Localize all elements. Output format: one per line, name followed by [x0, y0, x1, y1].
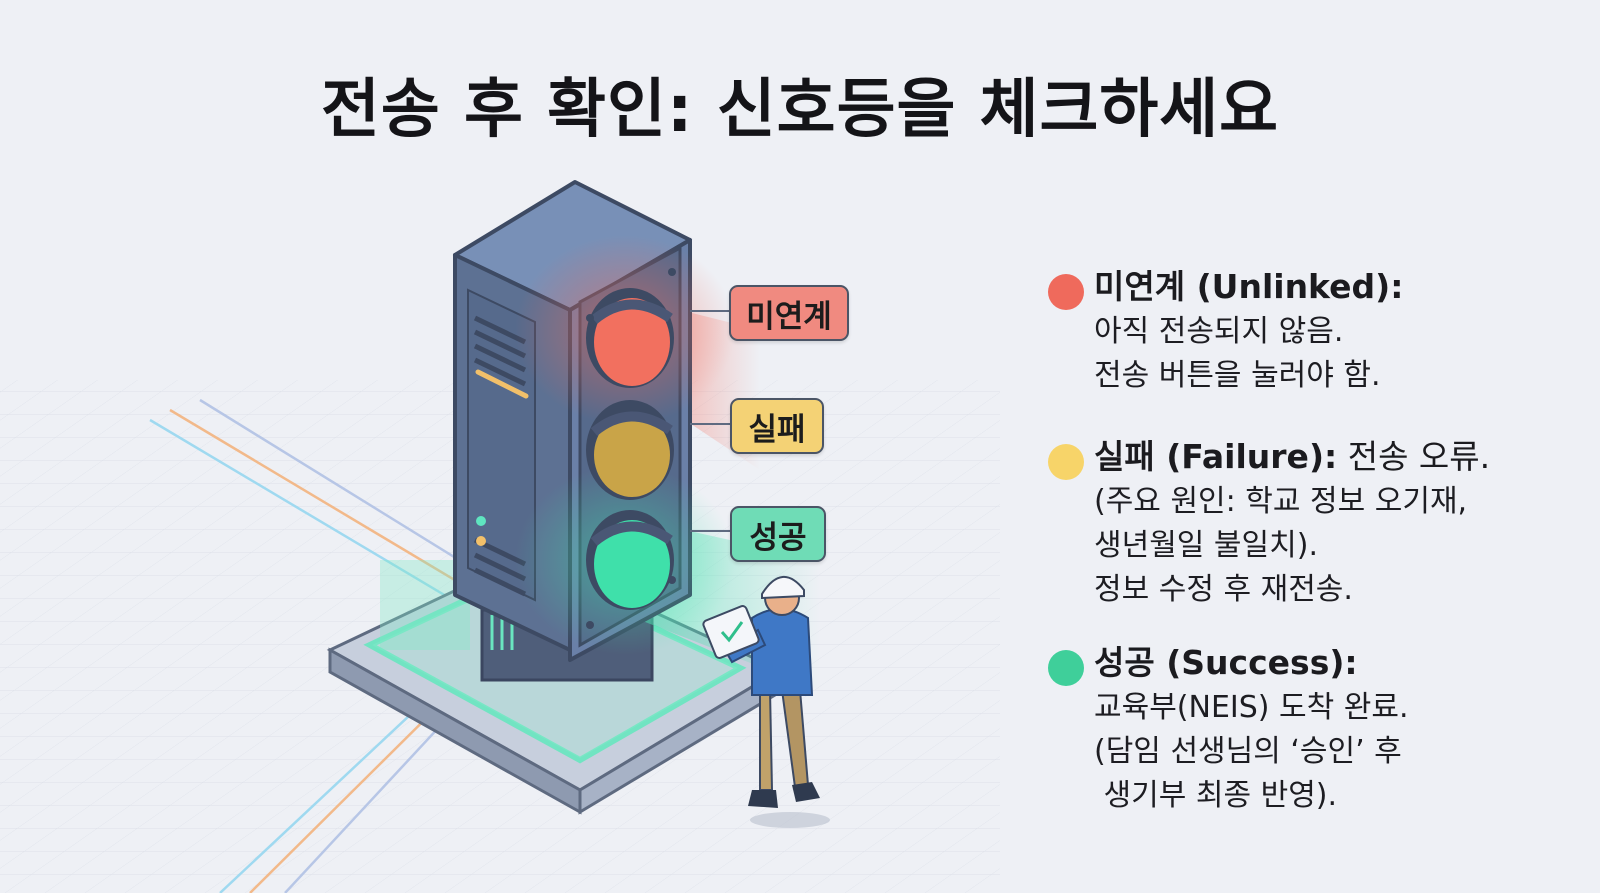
legend-failure: 실패 (Failure): 전송 오류. (주요 원인: 학교 정보 오기재, … — [1048, 434, 1568, 612]
legend-failure-heading-tail: 전송 오류. — [1337, 437, 1491, 476]
legend-failure-line-3: 정보 수정 후 재전송. — [1094, 572, 1353, 607]
legend-success-line-2: (담임 선생님의 ‘승인’ 후 — [1094, 734, 1402, 769]
green-dot-icon — [1048, 650, 1084, 686]
worker-figure — [702, 576, 830, 828]
legend-failure-heading: 실패 (Failure): 전송 오류. — [1094, 434, 1568, 480]
legend-unlinked-heading: 미연계 (Unlinked): — [1094, 267, 1404, 306]
callout-green-label: 성공 — [730, 506, 826, 562]
legend-success-line-3: 생기부 최종 반영). — [1094, 778, 1338, 813]
page-title: 전송 후 확인: 신호등을 체크하세요 — [320, 73, 1280, 147]
legend-failure-heading-title: 실패 (Failure): — [1094, 437, 1338, 476]
legend-unlinked-line-1: 아직 전송되지 않음. — [1094, 314, 1344, 349]
lamp-green — [586, 510, 674, 610]
callout-red-label: 미연계 — [729, 285, 849, 341]
legend-success-line-1: 교육부(NEIS) 도착 완료. — [1094, 690, 1409, 725]
legend-failure-line-2: 생년월일 불일치). — [1094, 528, 1318, 563]
legend-unlinked: 미연계 (Unlinked): 아직 전송되지 않음. 전송 버튼을 눌러야 함… — [1048, 264, 1568, 398]
lamp-red — [586, 288, 674, 388]
red-dot-icon — [1048, 274, 1084, 310]
legend-failure-line-1: (주요 원인: 학교 정보 오기재, — [1094, 484, 1468, 519]
legend-success-heading: 성공 (Success): — [1094, 643, 1358, 682]
lamp-yellow — [586, 400, 674, 500]
yellow-dot-icon — [1048, 444, 1084, 480]
legend-success: 성공 (Success): 교육부(NEIS) 도착 완료. (담임 선생님의 … — [1048, 640, 1568, 818]
legend-unlinked-line-2: 전송 버튼을 눌러야 함. — [1094, 358, 1381, 393]
callout-yellow-label: 실패 — [730, 398, 824, 454]
